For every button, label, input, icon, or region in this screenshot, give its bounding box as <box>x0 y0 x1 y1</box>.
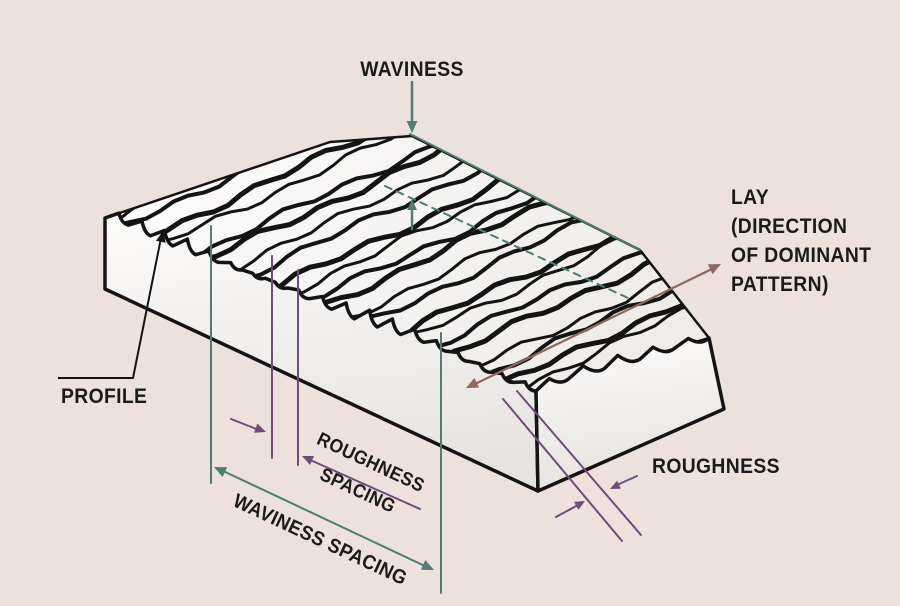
profile-label: PROFILE <box>61 385 148 408</box>
block-right-face <box>534 336 726 493</box>
lay-label-line4: PATTERN) <box>731 273 829 296</box>
block-front-face <box>103 211 540 493</box>
roughness-label: ROUGHNESS <box>652 455 780 478</box>
profile-leader-arrow <box>58 231 166 379</box>
surface-block <box>103 134 726 493</box>
lay-direction-arrow <box>466 264 721 388</box>
waviness-arrow <box>406 80 418 133</box>
lay-label-line1: LAY <box>731 186 769 209</box>
roughness-spacing-dimension <box>230 255 421 510</box>
waviness-spacing-dimension <box>210 225 442 594</box>
lay-label: LAY (DIRECTION OF DOMINANT PATTERN) <box>731 183 871 299</box>
roughness-width-lines <box>502 390 642 542</box>
lay-label-line3: OF DOMINANT <box>731 244 872 267</box>
waviness-mean-dashed-line <box>384 185 629 299</box>
waviness-label: WAVINESS <box>360 58 464 81</box>
lay-label-line2: (DIRECTION <box>731 215 848 238</box>
waviness-edge-line <box>409 133 641 251</box>
waviness-height-arrow <box>407 199 417 231</box>
